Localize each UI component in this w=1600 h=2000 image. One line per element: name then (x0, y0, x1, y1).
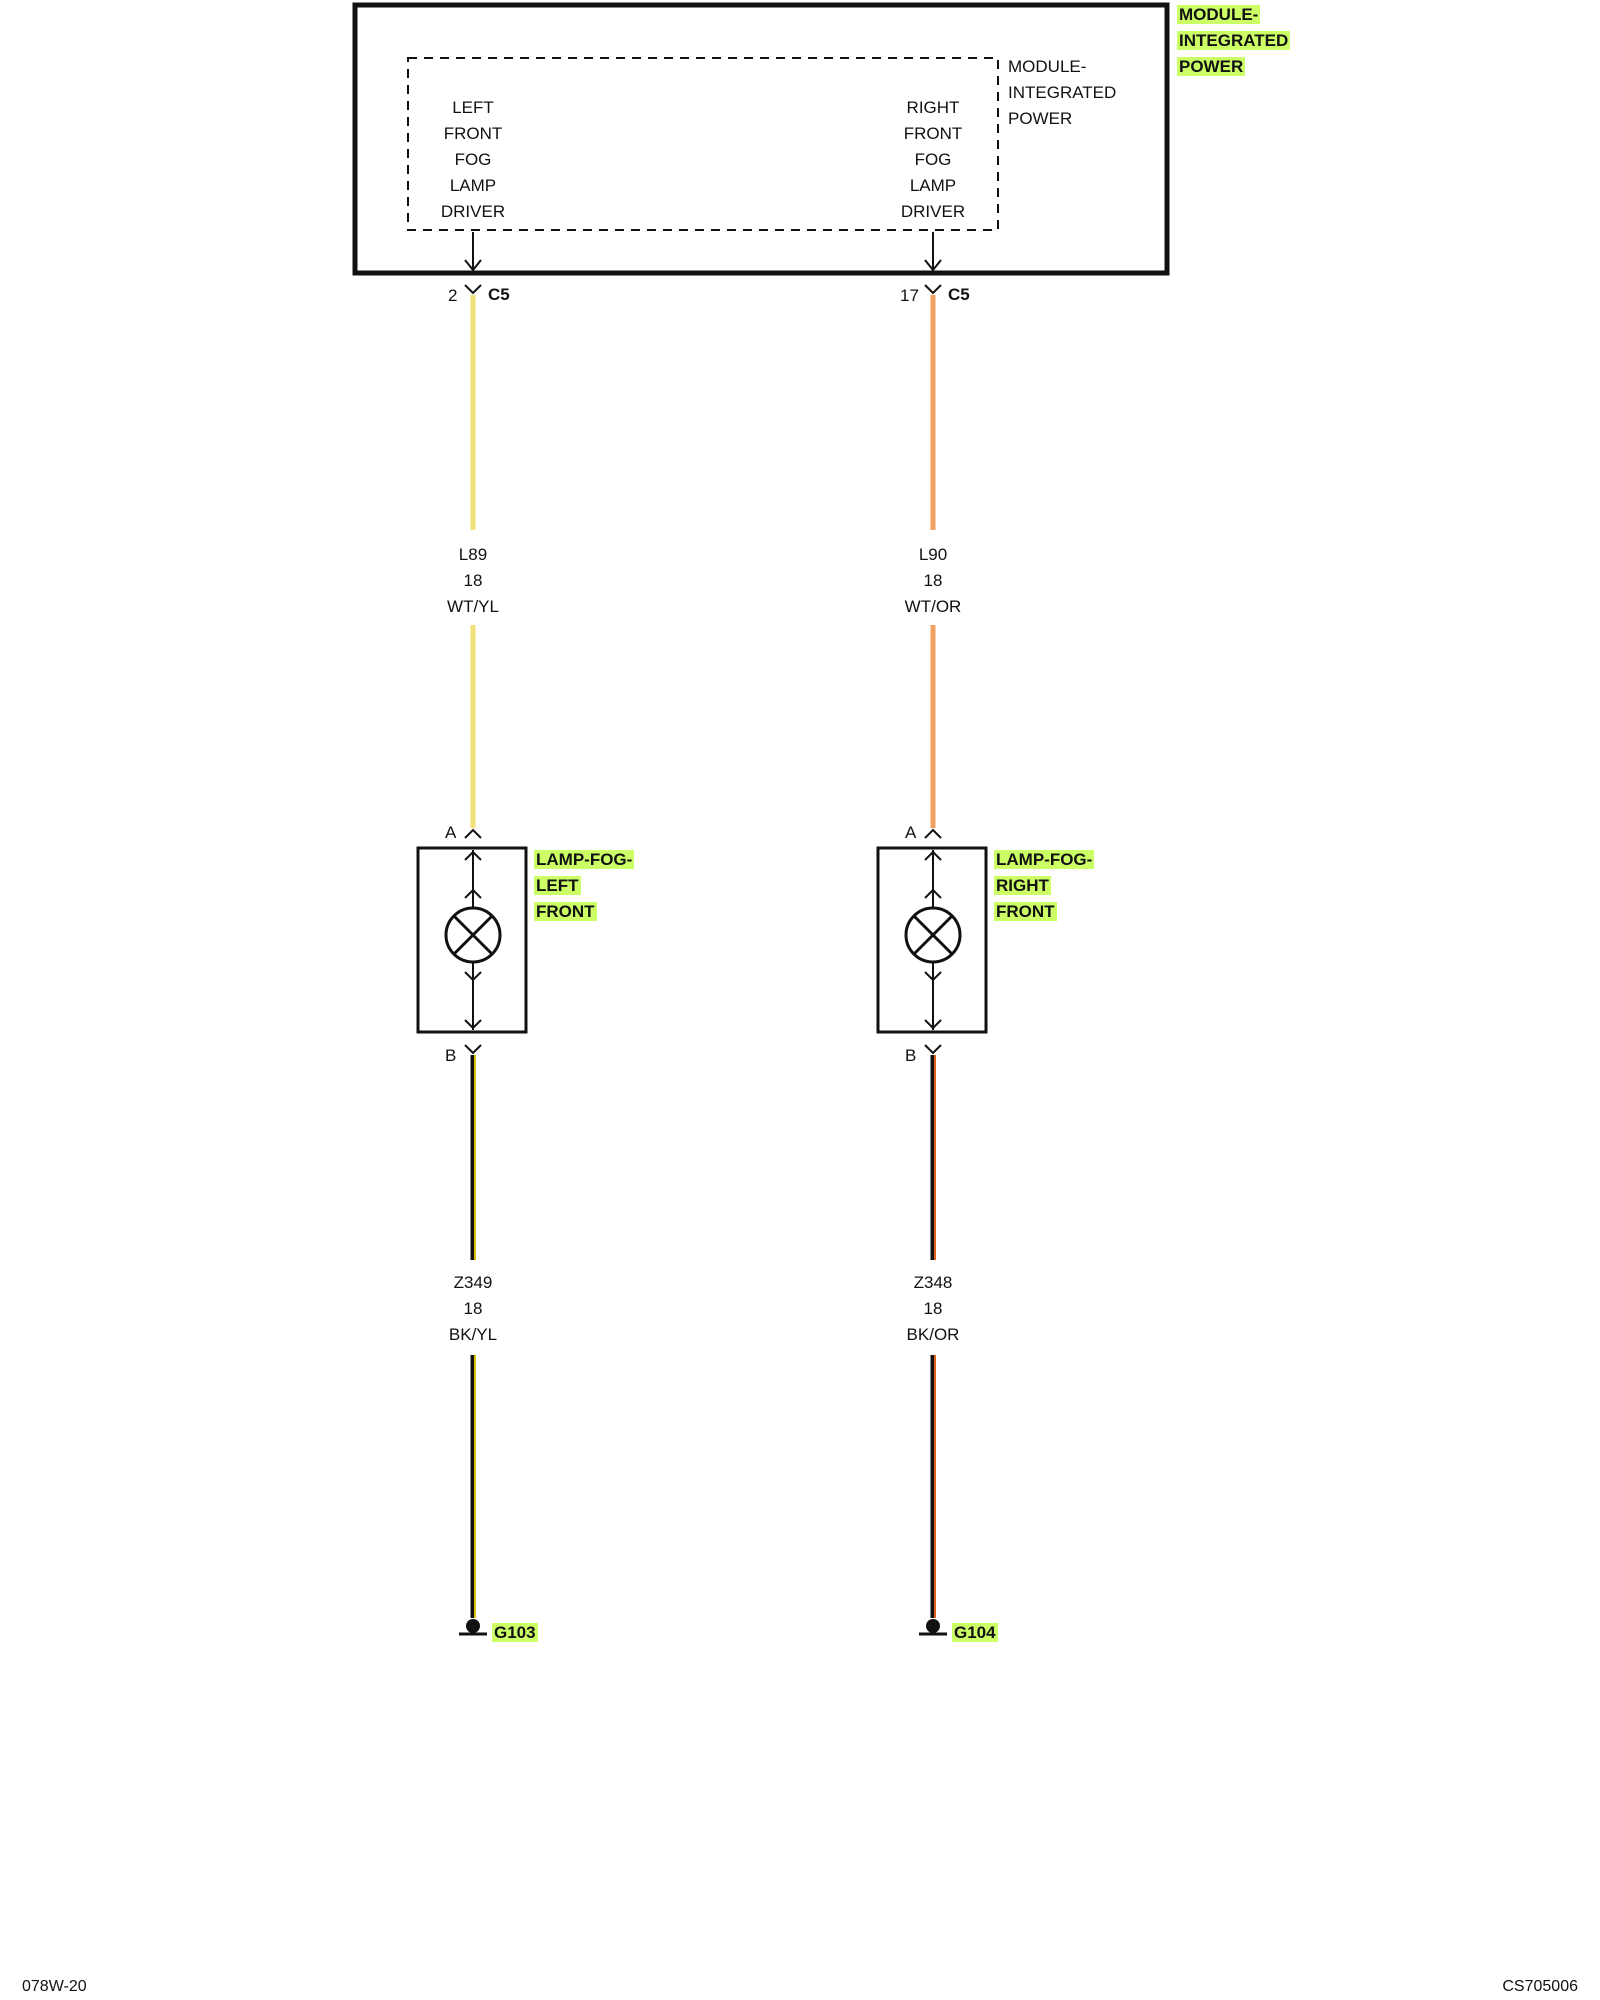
right-pin-number: 17 (900, 286, 919, 305)
lamp-fog-left-box (416, 846, 528, 1034)
ground-g103-icon (466, 1619, 480, 1633)
left-driver-line: FOG (454, 150, 492, 169)
wire-gauge: 18 (463, 571, 483, 590)
wire-color: WT/OR (904, 597, 962, 616)
lamp-pin-a: A (905, 823, 917, 842)
ground-id: G103 (492, 1623, 538, 1642)
lamp-name-line: RIGHT (994, 876, 1051, 895)
connector-c5-left-symbol (464, 284, 482, 295)
right-driver-label: RIGHT FRONT FOG LAMP DRIVER (901, 95, 965, 225)
right-driver-line: LAMP (909, 176, 957, 195)
module-inner-title-line: POWER (1008, 109, 1073, 128)
right-driver-line: DRIVER (900, 202, 966, 221)
lamp-name-line: LEFT (534, 876, 581, 895)
wire-color: BK/YL (448, 1325, 498, 1344)
wire-circuit: Z348 (913, 1273, 953, 1292)
right-connector-id: C5 (948, 285, 970, 304)
ground-g103-label: G103 (492, 1620, 538, 1646)
right-driver-line: RIGHT (906, 98, 960, 117)
lamp-pin-b: B (445, 1046, 457, 1065)
footer-right-code: CS705006 (1502, 1978, 1578, 1995)
ground-g104-icon (926, 1619, 940, 1633)
lamp-pin-a: A (445, 823, 457, 842)
wire-gauge: 18 (923, 1299, 943, 1318)
wire-circuit: Z349 (453, 1273, 493, 1292)
lamp-fog-right-name: LAMP-FOG- RIGHT FRONT (994, 847, 1095, 925)
lamp-name-line: FRONT (994, 902, 1057, 921)
left-driver-line: LEFT (452, 98, 494, 117)
module-inner-title: MODULE- INTEGRATED POWER (1008, 54, 1116, 132)
left-circuit (416, 232, 528, 1636)
lamp-pin-b: B (905, 1046, 917, 1065)
module-inner-title-line: MODULE- (1008, 57, 1087, 76)
connector-c5-right-symbol (924, 284, 942, 295)
wire-l89-label: L89 18 WT/YL (447, 542, 499, 620)
wire-color: WT/YL (447, 597, 499, 616)
wire-circuit: L90 (918, 545, 948, 564)
ground-id: G104 (952, 1623, 998, 1642)
module-title-line: POWER (1177, 57, 1246, 76)
wire-l90-label: L90 18 WT/OR (905, 542, 962, 620)
right-driver-line: FOG (914, 150, 952, 169)
ground-g104-label: G104 (952, 1620, 998, 1646)
lamp-fog-right-box (876, 846, 988, 1034)
module-outer-box (352, 2, 1170, 276)
module-title-line: INTEGRATED (1177, 31, 1291, 50)
left-driver-line: DRIVER (440, 202, 506, 221)
wire-gauge: 18 (463, 1299, 483, 1318)
left-connector-id: C5 (488, 285, 510, 304)
footer-left-code: 078W-20 (22, 1978, 87, 1995)
lamp-name-line: LAMP-FOG- (534, 850, 635, 869)
lamp-name-line: LAMP-FOG- (994, 850, 1095, 869)
right-circuit (876, 232, 988, 1636)
wire-z348-label: Z348 18 BK/OR (907, 1270, 960, 1348)
left-driver-line: LAMP (449, 176, 497, 195)
lamp-name-line: FRONT (534, 902, 597, 921)
wire-color: BK/OR (906, 1325, 960, 1344)
lamp-fog-left-name: LAMP-FOG- LEFT FRONT (534, 847, 635, 925)
module-inner-title-line: INTEGRATED (1008, 83, 1117, 102)
wire-gauge: 18 (923, 571, 943, 590)
module-title: MODULE- INTEGRATED POWER (1177, 2, 1291, 80)
wire-z349-label: Z349 18 BK/YL (449, 1270, 497, 1348)
left-driver-line: FRONT (443, 124, 503, 143)
module-title-line: MODULE- (1177, 5, 1261, 24)
left-driver-label: LEFT FRONT FOG LAMP DRIVER (441, 95, 505, 225)
right-driver-line: FRONT (903, 124, 963, 143)
left-pin-number: 2 (448, 286, 458, 305)
module-inner-box (407, 57, 999, 231)
wire-circuit: L89 (458, 545, 488, 564)
